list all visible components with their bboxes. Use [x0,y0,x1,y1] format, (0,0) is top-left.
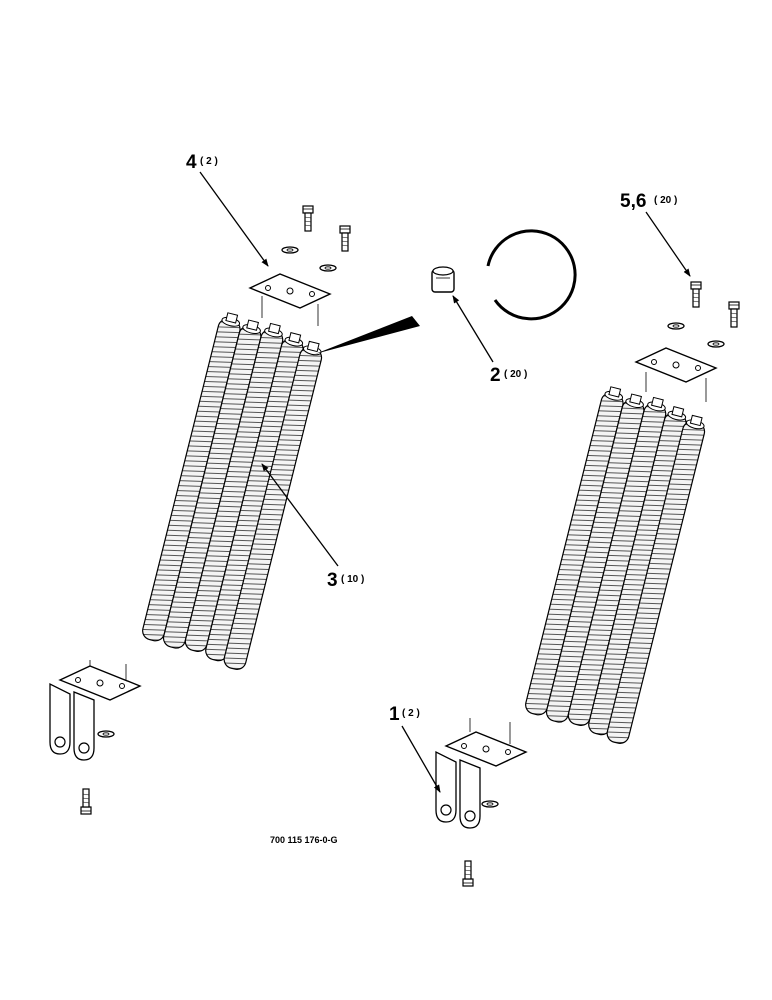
right-spring-bundle [523,384,709,746]
left-upper-leader-lines [261,296,319,326]
callout-3-quantity: ( 10 ) [341,574,364,585]
right-upper-plate [635,347,717,383]
right-lower-washer [481,800,499,808]
magnified-nut [431,266,455,293]
right-spring-assembly [435,281,740,887]
arrow-item-5-6 [645,211,691,277]
arrow-item-3 [261,463,339,567]
callout-5-6-quantity: ( 20 ) [654,195,677,206]
arrow-item-2 [452,295,494,363]
leader-arrows [199,171,691,793]
callout-2-number: 2 [490,365,501,386]
detail-callout-circle [315,229,577,354]
right-lower-plate [445,731,527,767]
right-upper-leader-lines [645,372,707,402]
left-upper-washer-2 [319,264,337,272]
left-spring-bundle [140,310,326,672]
left-lower-washer [97,730,115,738]
right-lower-leader-lines [469,718,511,744]
left-lower-bolt [80,788,92,815]
callout-3-number: 3 [327,570,338,591]
callout-5-6: 5,6 ( 20 ) [620,191,677,212]
callout-1-quantity: ( 2 ) [402,708,420,719]
left-spring-assembly [49,205,351,815]
left-upper-washer-1 [281,246,299,254]
callout-4-number: 4 [186,152,197,173]
callout-4: 4 ( 2 ) [186,152,218,173]
left-lower-plate [59,665,141,701]
callout-1: 1 ( 2 ) [389,704,420,725]
right-upper-washer-2 [707,340,725,348]
left-upper-bolt-2 [339,225,351,252]
left-upper-bolt-1 [302,205,314,232]
arrow-item-1 [401,725,441,793]
right-upper-bolt-2 [728,301,740,328]
right-upper-washer-1 [667,322,685,330]
right-upper-bolt-1 [690,281,702,308]
left-clevis [49,683,95,761]
callout-2: 2 ( 20 ) [490,365,527,386]
right-clevis [435,751,481,829]
callout-5-6-number: 5,6 [620,191,646,212]
right-lower-bolt [462,860,474,887]
drawing-number: 700 115 176-0-G [270,835,338,845]
callout-3: 3 ( 10 ) [327,570,364,591]
callout-4-quantity: ( 2 ) [200,156,218,167]
arrow-item-4 [199,171,269,267]
callout-2-quantity: ( 20 ) [504,369,527,380]
callout-1-number: 1 [389,704,400,725]
